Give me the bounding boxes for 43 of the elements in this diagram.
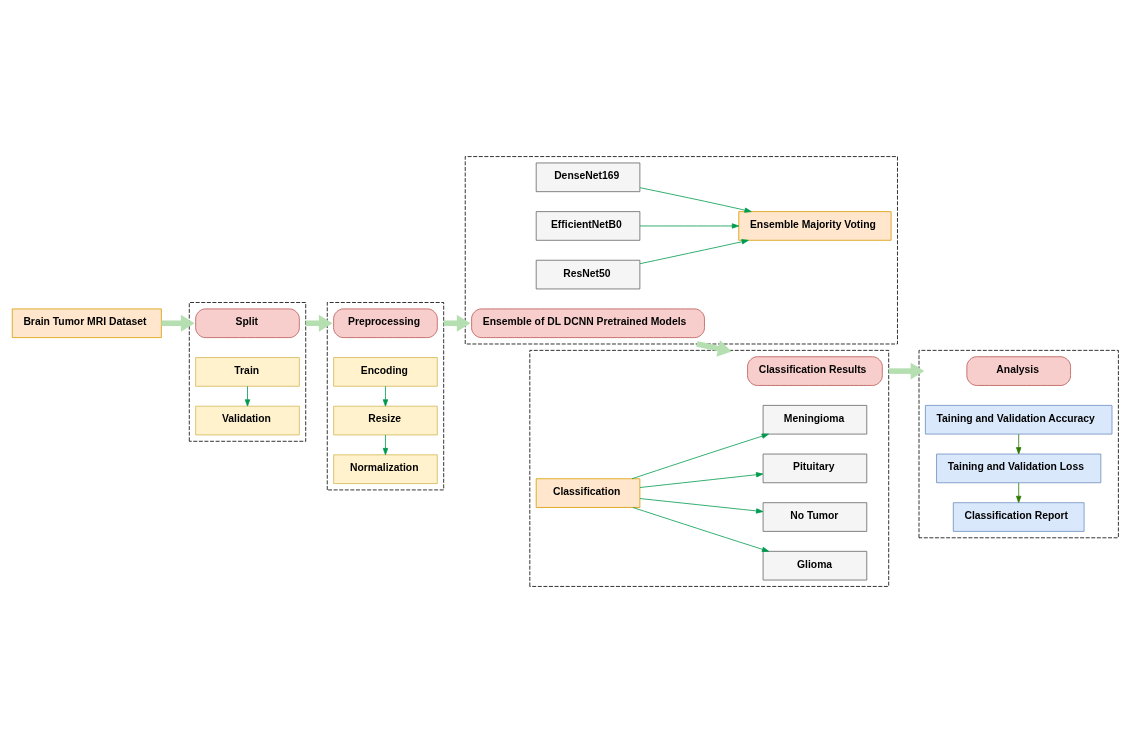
node-box: Taining and Validation Loss (936, 453, 1102, 483)
node-box: No Tumor (762, 501, 868, 532)
arrow (382, 434, 389, 455)
cluster (918, 349, 1119, 538)
cluster (188, 301, 307, 442)
node-box: Meningioma (762, 404, 868, 434)
node-box: Glioma (762, 550, 868, 580)
node-box: Analysis (966, 355, 1071, 386)
node-box: Validation (195, 405, 300, 435)
arrow (244, 385, 251, 406)
node-box: Classification Results (747, 355, 883, 386)
node-box: Ensemble of DL DCNN Pretrained Models (471, 308, 705, 338)
arrow (888, 362, 925, 379)
arrow (639, 238, 749, 264)
node-box: Normalization (333, 453, 438, 484)
arrow (639, 497, 764, 514)
arrow (161, 314, 195, 332)
node-box: DenseNet169 (535, 162, 641, 192)
node-box: Preprocessing (333, 308, 438, 338)
arrow (639, 222, 740, 229)
node-box: Encoding (333, 356, 438, 387)
arrow (1016, 481, 1022, 503)
arrow (382, 385, 389, 406)
node-box: Brain Tumor MRI Dataset (11, 308, 162, 338)
node-box: EfficientNetB0 (535, 210, 641, 241)
node-box: ResNet50 (535, 259, 641, 289)
node-box: Classification Report (952, 501, 1085, 532)
node-box: Pituitary (762, 453, 868, 483)
arrow (1016, 433, 1022, 454)
node-box: Train (195, 356, 300, 387)
cluster (326, 301, 445, 490)
arrow (696, 339, 732, 357)
node-box: Resize (333, 405, 438, 435)
node-box: Split (195, 308, 300, 338)
node-box: Classification (535, 477, 641, 508)
node-box: Ensemble Majority Voting (738, 210, 892, 241)
cluster (529, 349, 890, 587)
node-box: Taining and Validation Accuracy (925, 404, 1113, 434)
arrow (639, 186, 752, 213)
arrow (639, 471, 764, 488)
arrow (632, 506, 770, 552)
arrow (631, 433, 769, 479)
cluster (464, 155, 898, 344)
